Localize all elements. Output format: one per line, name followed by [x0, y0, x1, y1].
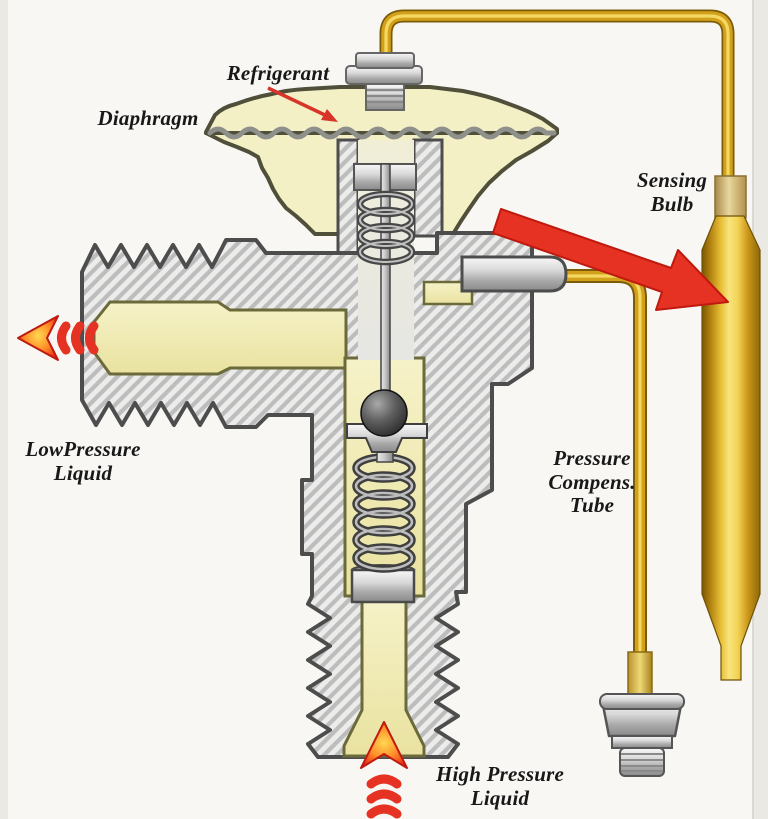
upper-spring	[356, 190, 416, 266]
bulb-body	[701, 215, 761, 681]
sensing-bulb	[701, 175, 761, 681]
capillary-tube	[379, 9, 735, 178]
equalizer-stub	[460, 255, 568, 293]
push-rod	[380, 163, 391, 397]
left-edge-strip	[0, 0, 8, 819]
high-pressure-inlet-flow-arrow	[360, 721, 408, 819]
inlet-channel	[342, 596, 426, 758]
refrigerant-pointer-arrow	[267, 86, 338, 122]
tube-sleeve	[627, 651, 653, 699]
equalizer-passage	[422, 280, 474, 306]
flow-arrows	[17, 86, 729, 819]
diaphragm-wavy-line	[207, 126, 557, 140]
low-pressure-outlet-flow-arrow	[17, 315, 99, 361]
top-fitting	[345, 52, 423, 111]
label-sensing-bulb: Sensing Bulb	[636, 168, 708, 216]
lower-spring	[352, 453, 416, 573]
valve-ball	[360, 389, 408, 437]
label-high-pressure-liquid: High Pressure Liquid	[435, 762, 565, 810]
ball-seat	[346, 423, 428, 453]
valve-mechanism	[346, 140, 428, 604]
bulb-collar	[714, 175, 747, 219]
right-edge-strip	[754, 0, 768, 819]
label-diaphragm: Diaphragm	[97, 106, 199, 130]
sensing-bulb-flow-arrow	[492, 208, 729, 311]
spring-seat	[350, 568, 416, 604]
equalizer-fitting	[599, 693, 685, 777]
label-refrigerant: Refrigerant	[226, 61, 330, 85]
label-pressure-compens-tube: Pressure Compens. Tube	[548, 446, 636, 518]
label-low-pressure-liquid: LowPressure Liquid	[25, 437, 141, 485]
outlet-channel	[92, 300, 348, 376]
